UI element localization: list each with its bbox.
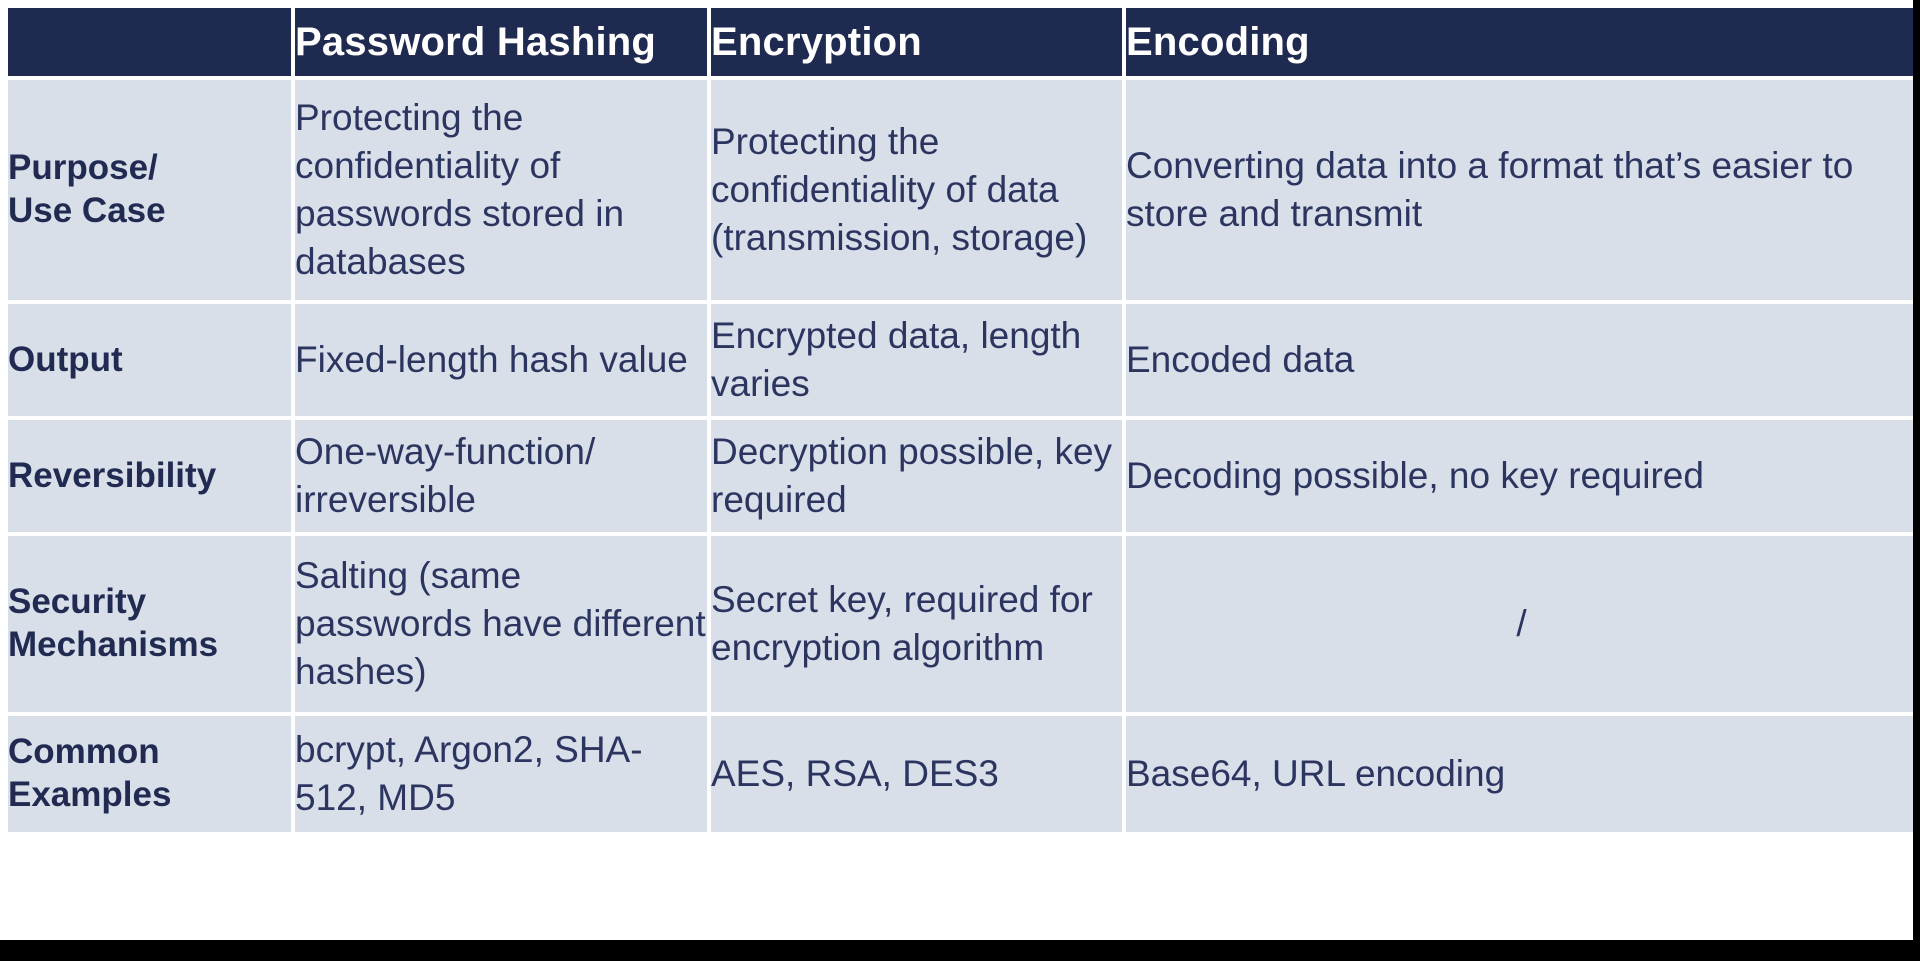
cell-reversibility-hashing: One-way-function/ irreversible xyxy=(295,420,707,532)
header-corner-cell xyxy=(8,8,291,76)
cell-purpose-hashing: Protecting the confidentiality of passwo… xyxy=(295,80,707,300)
cell-security-encryption: Secret key, required for encryption algo… xyxy=(711,536,1122,712)
row-label-output: Output xyxy=(8,304,291,416)
cell-output-encryption: Encrypted data, length varies xyxy=(711,304,1122,416)
cell-output-encoding: Encoded data xyxy=(1126,304,1917,416)
cell-reversibility-encryption: Decryption possible, key required xyxy=(711,420,1122,532)
table-row: Reversibility One-way-function/ irrevers… xyxy=(8,420,1917,532)
row-label-reversibility: Reversibility xyxy=(8,420,291,532)
cell-examples-encryption: AES, RSA, DES3 xyxy=(711,716,1122,832)
cell-output-hashing: Fixed-length hash value xyxy=(295,304,707,416)
right-edge-bar xyxy=(1913,0,1920,961)
bottom-edge-bar xyxy=(0,940,1920,961)
table-row: Security Mechanisms Salting (same passwo… xyxy=(8,536,1917,712)
cell-purpose-encryption: Protecting the confidentiality of data (… xyxy=(711,80,1122,300)
table-row: Output Fixed-length hash value Encrypted… xyxy=(8,304,1917,416)
row-label-security-mechanisms: Security Mechanisms xyxy=(8,536,291,712)
cell-reversibility-encoding: Decoding possible, no key required xyxy=(1126,420,1917,532)
header-encoding: Encoding xyxy=(1126,8,1917,76)
cell-examples-encoding: Base64, URL encoding xyxy=(1126,716,1917,832)
cell-security-encoding: / xyxy=(1126,536,1917,712)
table-row: Purpose/ Use Case Protecting the confide… xyxy=(8,80,1917,300)
row-label-purpose-use-case: Purpose/ Use Case xyxy=(8,80,291,300)
header-encryption: Encryption xyxy=(711,8,1122,76)
table-header: Password Hashing Encryption Encoding xyxy=(8,8,1917,76)
table-row: Common Examples bcrypt, Argon2, SHA-512,… xyxy=(8,716,1917,832)
header-password-hashing: Password Hashing xyxy=(295,8,707,76)
cell-security-hashing: Salting (same passwords have different h… xyxy=(295,536,707,712)
row-label-common-examples: Common Examples xyxy=(8,716,291,832)
cell-examples-hashing: bcrypt, Argon2, SHA-512, MD5 xyxy=(295,716,707,832)
table-body: Purpose/ Use Case Protecting the confide… xyxy=(8,80,1917,832)
comparison-table: Password Hashing Encryption Encoding Pur… xyxy=(4,4,1920,836)
header-row: Password Hashing Encryption Encoding xyxy=(8,8,1917,76)
cell-purpose-encoding: Converting data into a format that’s eas… xyxy=(1126,80,1917,300)
